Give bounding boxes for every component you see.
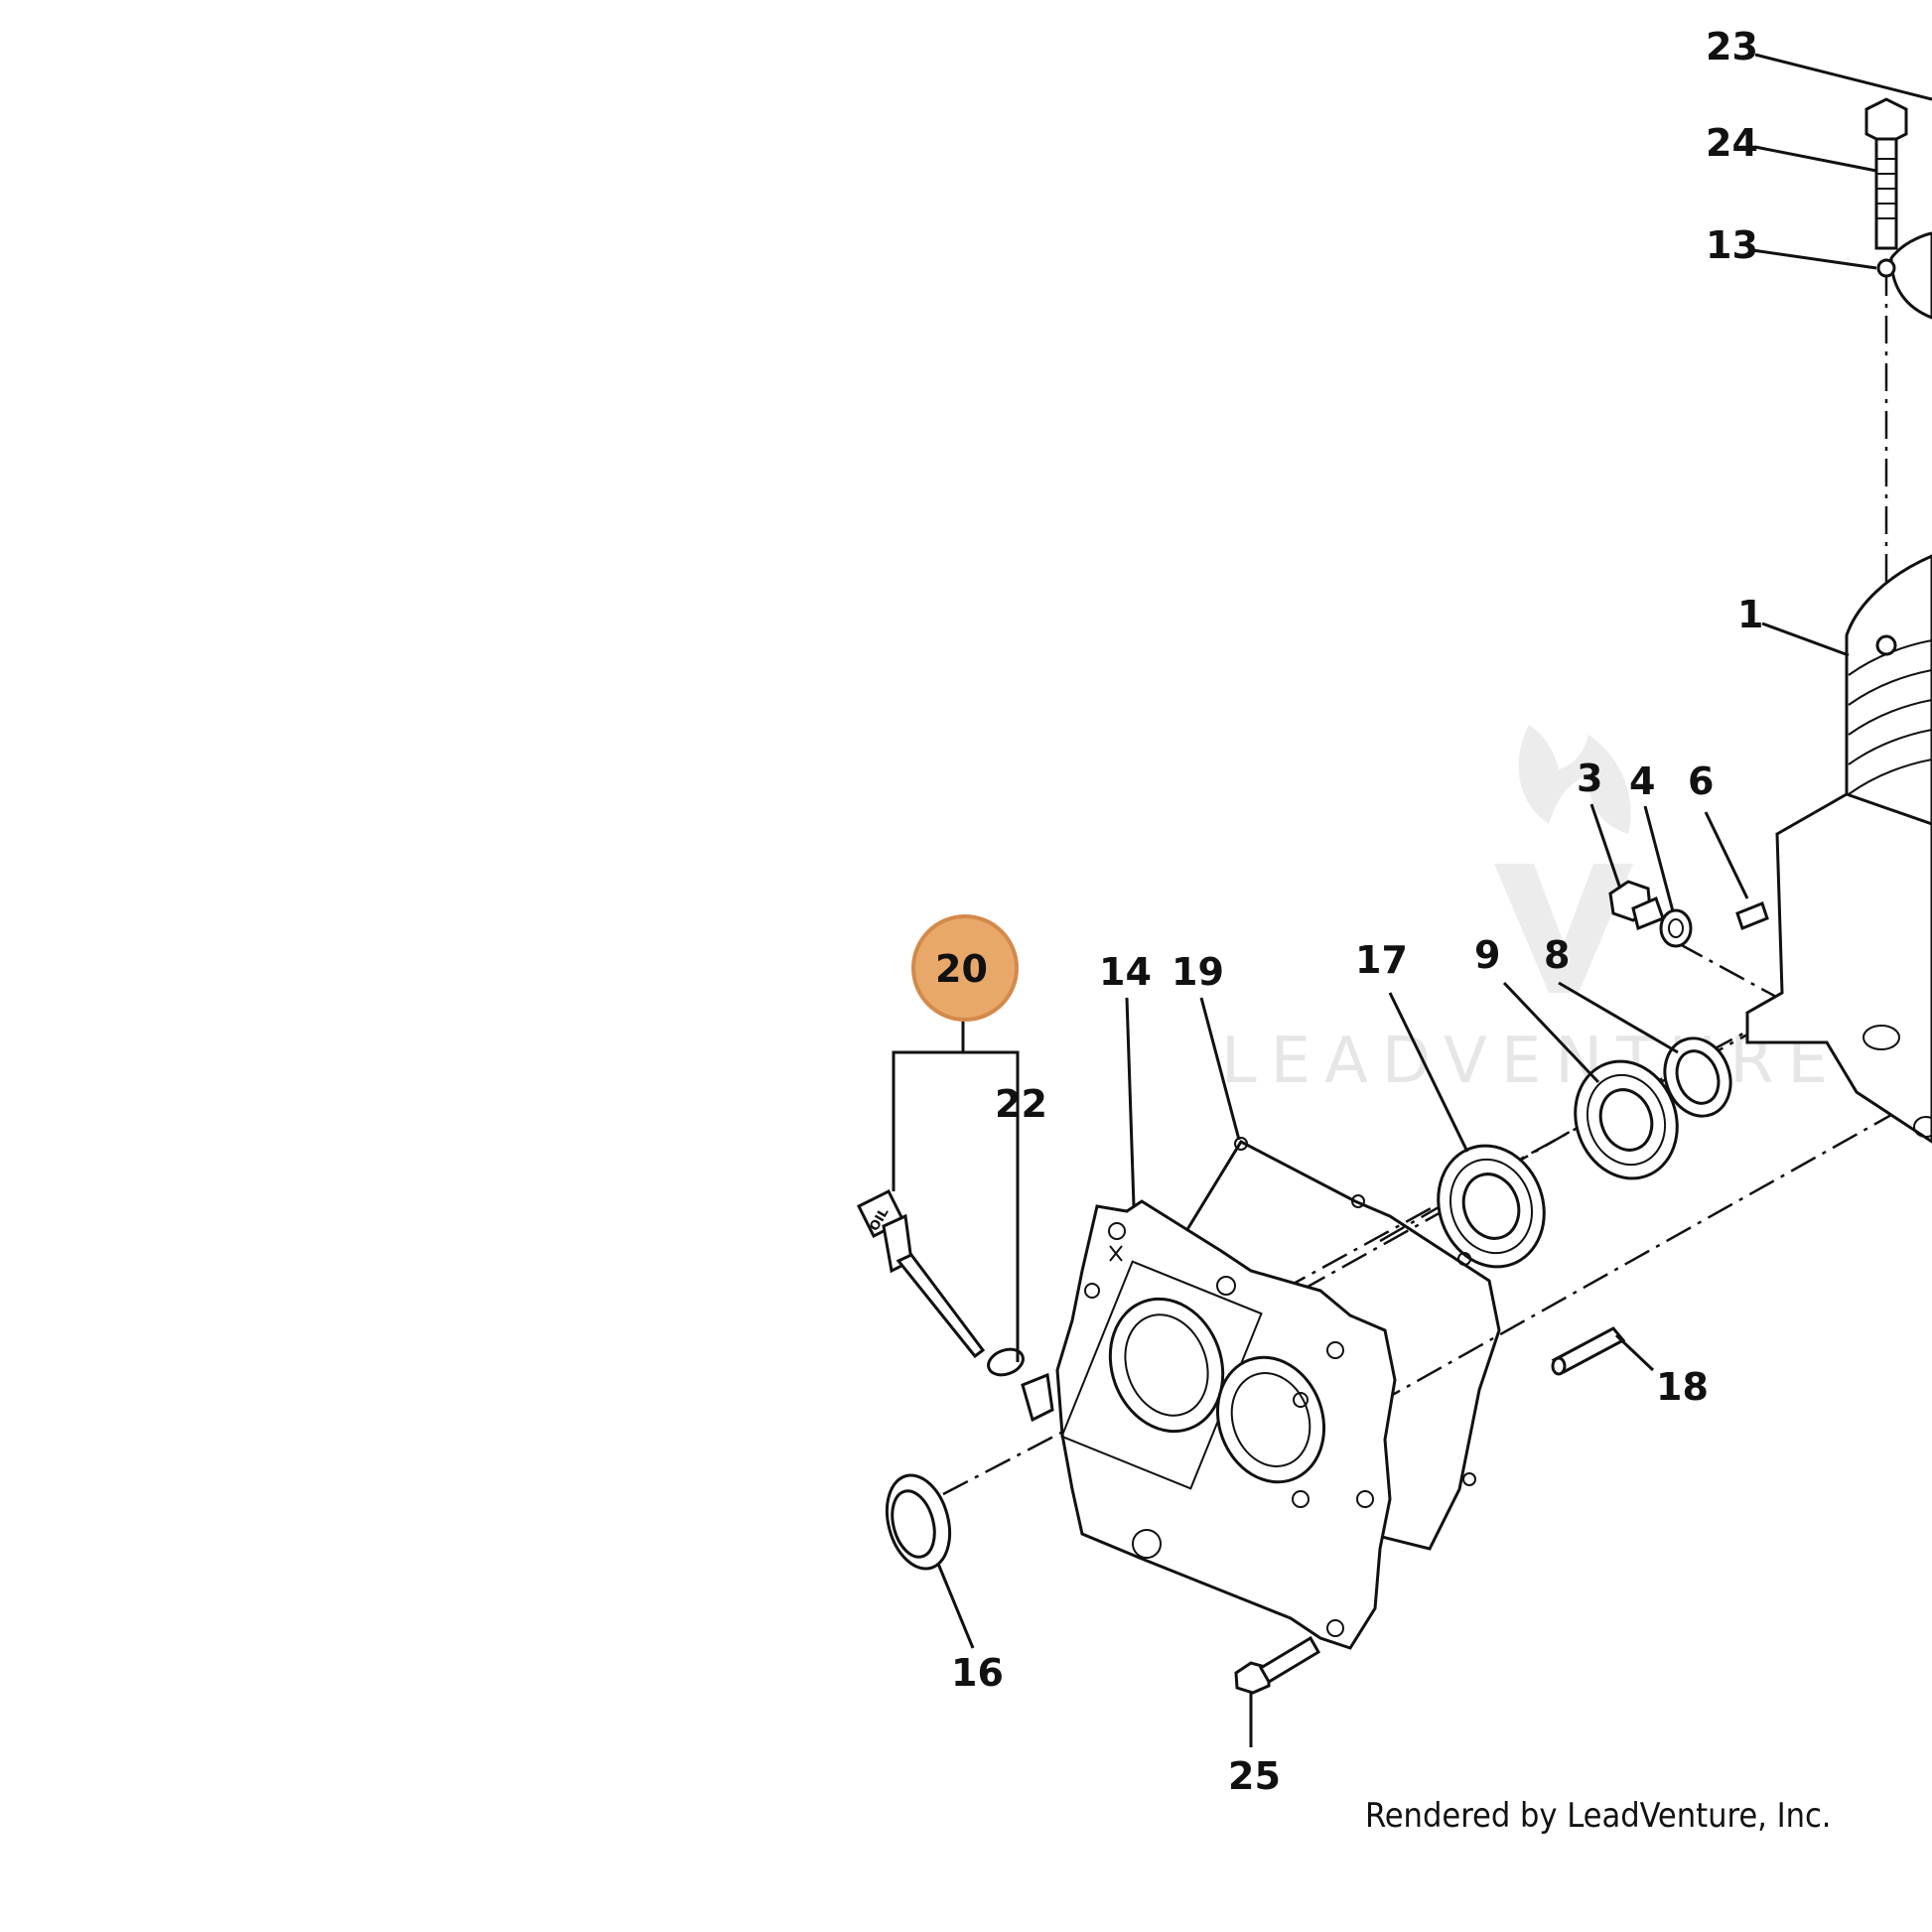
part-label-24[interactable]: 24 — [1706, 121, 1758, 165]
oil-seal-16 — [885, 1473, 952, 1571]
part-label-4[interactable]: 4 — [1629, 759, 1655, 803]
part-label-3[interactable]: 3 — [1577, 757, 1602, 800]
flame-logo-icon — [1518, 725, 1631, 834]
part-label-19[interactable]: 19 — [1172, 950, 1224, 994]
o-ring-22 — [987, 1347, 1025, 1377]
part-label-9[interactable]: 9 — [1474, 933, 1500, 977]
ball-bearing-17 — [1437, 1144, 1546, 1269]
part-label-8[interactable]: 8 — [1544, 933, 1570, 977]
part-label-18[interactable]: 18 — [1656, 1365, 1709, 1409]
cylinder-head-bolt — [1864, 97, 1932, 320]
drain-plug-washer — [1659, 908, 1693, 948]
part-label-6[interactable]: 6 — [1688, 759, 1714, 803]
v-logo-icon — [1494, 864, 1633, 993]
part-label-17[interactable]: 17 — [1355, 938, 1408, 982]
drain-plug — [1608, 880, 1665, 931]
dowel-pin-18 — [1551, 1326, 1626, 1376]
render-credit: Rendered by LeadVenture, Inc. — [1365, 1796, 1832, 1836]
part-label-13[interactable]: 13 — [1706, 223, 1758, 267]
engine-cylinder — [1745, 554, 1932, 1144]
oil-dipstick-20: OIL — [856, 1188, 986, 1359]
part-label-1[interactable]: 1 — [1737, 593, 1763, 636]
dowel-pin-6 — [1735, 901, 1769, 930]
part-label-22[interactable]: 22 — [995, 1082, 1047, 1126]
selected-part-highlight — [911, 914, 1019, 1022]
part-label-25[interactable]: 25 — [1228, 1754, 1281, 1798]
ball-bearing-9 — [1574, 1059, 1679, 1180]
crankcase-cover-14 — [1055, 1199, 1397, 1650]
part-label-14[interactable]: 14 — [1099, 950, 1152, 994]
cover-bolt-25 — [1234, 1635, 1321, 1695]
part-label-23[interactable]: 23 — [1706, 25, 1758, 69]
part-labels: 23 24 13 1 3 4 6 8 9 17 14 19 22 18 16 2… — [935, 25, 1763, 1798]
part-label-16[interactable]: 16 — [951, 1651, 1004, 1695]
part-label-20[interactable]: 20 — [935, 947, 988, 991]
leader-lines — [892, 53, 1932, 1747]
cover-tab — [1021, 1372, 1054, 1423]
oil-seal-8 — [1663, 1036, 1732, 1118]
